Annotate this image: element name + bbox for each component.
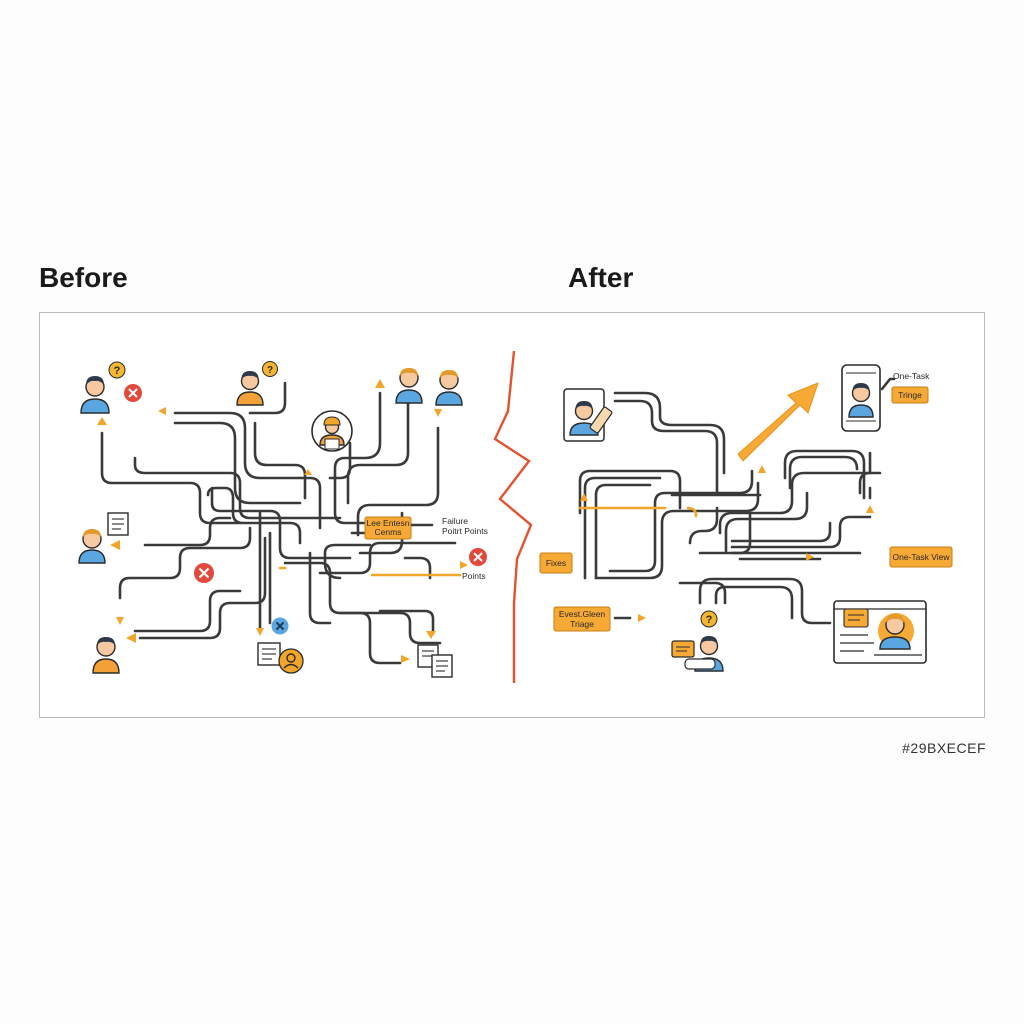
arrowhead	[304, 469, 312, 475]
document-icon	[417, 644, 453, 678]
failure-label-line-2: Poitrt Points	[442, 526, 488, 536]
arrowhead	[97, 417, 107, 425]
person-icon	[395, 368, 423, 404]
arrowhead	[256, 628, 264, 636]
fixes-tag-text: Fixes	[546, 558, 566, 568]
image-code-label: #29BXECEF	[902, 740, 986, 756]
after-heading: After	[568, 262, 634, 293]
arrowhead	[580, 493, 588, 501]
question-icon: ?	[262, 361, 278, 377]
question-icon: ?	[108, 361, 126, 379]
person-card-icon	[563, 388, 613, 442]
laptop-icon	[833, 600, 927, 664]
worker-icon	[311, 410, 353, 452]
question-icon: ?	[700, 610, 718, 628]
user-badge-icon	[278, 648, 304, 674]
one-task-top-label: One-Task	[893, 371, 930, 381]
after-orange-paths	[578, 506, 698, 518]
tringe-tag-text: Tringe	[898, 390, 922, 400]
before-heading: Before	[39, 262, 128, 293]
svg-text:?: ?	[267, 365, 273, 376]
event-tag-line-2: Triage	[570, 619, 594, 629]
before-after-diagram: ? ?	[39, 312, 985, 718]
phone-icon	[841, 364, 881, 432]
person-icon	[92, 637, 120, 674]
arrowhead	[401, 655, 410, 663]
event-triage-tag: Evest.Gleen Triage	[553, 606, 611, 632]
arrowhead	[758, 465, 766, 473]
arrowhead	[126, 633, 136, 643]
points-label: Points	[462, 571, 486, 581]
after-arrowheads	[580, 465, 874, 622]
one-task-view-tag: One-Task View	[889, 546, 953, 568]
fixes-tag: Fixes	[539, 552, 573, 574]
x-error-icon	[194, 563, 214, 583]
arrowhead	[375, 379, 385, 388]
before-tangled-paths	[100, 381, 457, 665]
before-orange-paths	[278, 566, 462, 577]
arrowhead	[434, 409, 442, 417]
growth-arrow-icon	[737, 382, 819, 462]
document-icon	[107, 512, 129, 536]
person-icon	[80, 376, 110, 414]
arrowhead	[110, 540, 120, 550]
arrowhead	[866, 505, 874, 513]
after-paths	[578, 391, 882, 625]
arrowhead	[426, 631, 436, 639]
svg-text:?: ?	[706, 614, 713, 626]
zigzag-divider	[493, 350, 533, 683]
person-icon	[435, 370, 463, 406]
failure-tag-line-1: Lee Entesn	[366, 518, 409, 528]
person-icon	[78, 529, 106, 564]
arrowhead	[116, 617, 124, 625]
failure-label-line-1: Failure	[442, 516, 468, 526]
arrowhead	[638, 614, 646, 622]
svg-text:?: ?	[114, 365, 121, 377]
failure-tag: Lee Entesn Cenms	[364, 516, 412, 540]
tringe-tag: Tringe	[891, 386, 929, 404]
arrowhead	[158, 407, 166, 415]
arrowhead	[806, 553, 814, 561]
person-icon	[236, 371, 264, 406]
arrowhead	[460, 561, 468, 569]
document-icon	[257, 642, 281, 666]
diagram-canvas: ? ?	[78, 350, 953, 683]
before-arrowheads	[97, 379, 468, 663]
chat-icon	[671, 640, 695, 658]
x-error-icon	[469, 548, 487, 566]
x-error-icon	[271, 617, 289, 635]
one-task-view-tag-text: One-Task View	[892, 552, 950, 562]
failure-tag-line-2: Cenms	[375, 527, 402, 537]
person-icon	[684, 636, 724, 672]
x-error-icon	[124, 384, 142, 402]
event-tag-line-1: Evest.Gleen	[559, 609, 606, 619]
